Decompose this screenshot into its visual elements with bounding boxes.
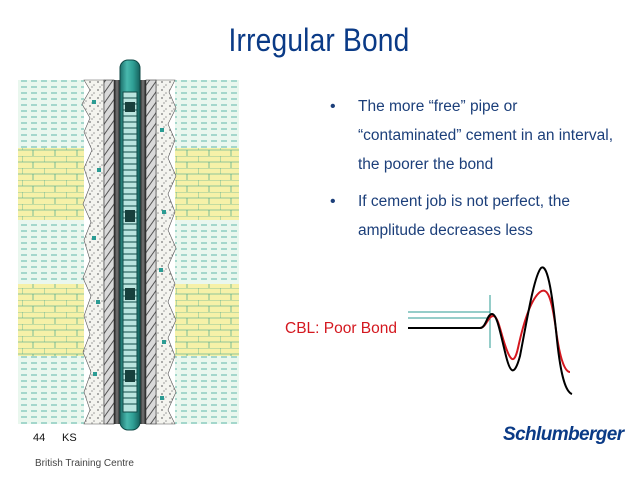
bullet-item: • The more “free” pipe or “contaminated”… — [320, 92, 620, 179]
cbl-poor-bond-label: CBL: Poor Bond — [285, 320, 398, 337]
cbl-waveform — [408, 266, 573, 395]
bullet-item: • If cement job is not perfect, the ampl… — [320, 187, 620, 245]
bullet-text: If cement job is not perfect, the amplit… — [358, 193, 570, 239]
bullet-text: The more “free” pipe or “contaminated” c… — [358, 98, 614, 173]
bullet-icon: • — [330, 98, 336, 115]
pipe-dark-inserts — [125, 102, 135, 382]
casing — [103, 79, 157, 425]
footer-text: British Training Centre — [35, 458, 134, 469]
cement-annulus — [81, 79, 177, 425]
author-initials: KS — [62, 432, 77, 444]
bullet-icon: • — [330, 193, 336, 210]
formation-left — [18, 80, 84, 424]
slide-title: Irregular Bond — [228, 22, 410, 58]
schlumberger-logo: Schlumberger — [503, 424, 624, 445]
page-number: 44 — [33, 432, 46, 444]
bullet-list: • The more “free” pipe or “contaminated”… — [320, 92, 620, 253]
formation-right — [175, 80, 239, 424]
